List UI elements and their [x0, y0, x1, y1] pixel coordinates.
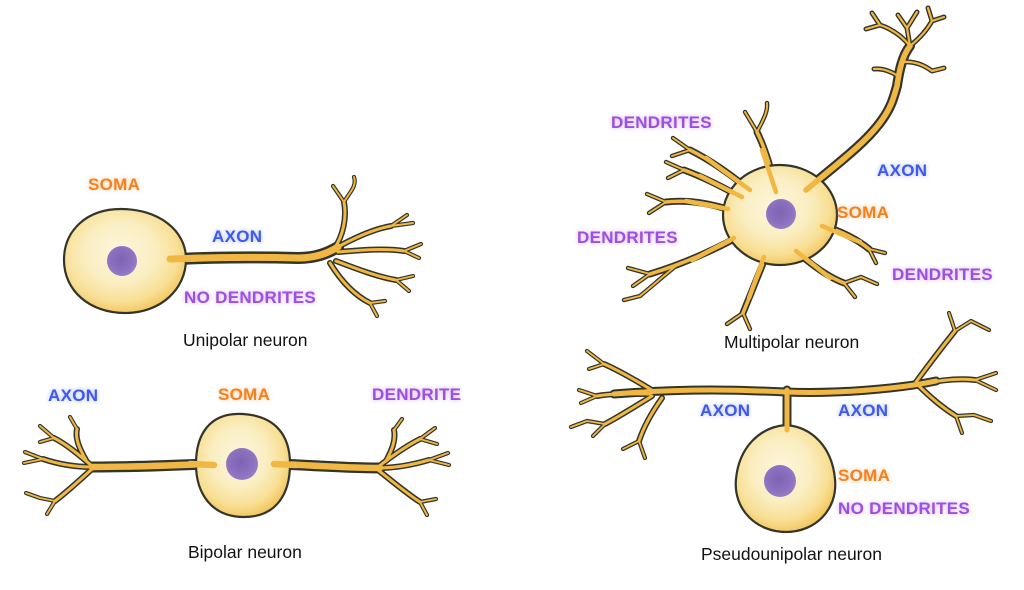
bipolar-soma-label: SOMA [218, 385, 271, 404]
bipolar-dendrite-label: DENDRITE [372, 385, 462, 404]
multipolar-dendrites-label-right: DENDRITES [892, 265, 993, 284]
unipolar-nucleus [107, 246, 137, 276]
bipolar-neuron-figure [24, 412, 449, 519]
multipolar-soma-label: SOMA [837, 203, 890, 222]
multipolar-caption: Multipolar neuron [724, 332, 860, 352]
multipolar-neuron-figure [624, 8, 944, 329]
unipolar-no-dendrites-label: NO DENDRITES [184, 288, 317, 307]
pseudounipolar-axon-label-left: AXON [700, 401, 751, 420]
unipolar-neuron-figure [62, 177, 421, 316]
bipolar-nucleus [226, 448, 258, 480]
unipolar-soma-label: SOMA [88, 175, 141, 194]
multipolar-dendrites-label-top: DENDRITES [611, 113, 712, 132]
pseudounipolar-nucleus [764, 465, 796, 497]
pseudounipolar-neuron-figure [571, 313, 996, 534]
pseudounipolar-axon-label-right: AXON [838, 401, 889, 420]
unipolar-caption: Unipolar neuron [183, 330, 308, 350]
bipolar-caption: Bipolar neuron [188, 542, 302, 562]
bipolar-axon-label: AXON [48, 386, 99, 405]
multipolar-nucleus [766, 199, 796, 229]
unipolar-axon-label: AXON [212, 227, 263, 246]
multipolar-axon-label: AXON [877, 161, 928, 180]
pseudounipolar-soma-label: SOMA [838, 466, 891, 485]
multipolar-dendrites-label-left: DENDRITES [577, 228, 678, 247]
pseudounipolar-caption: Pseudounipolar neuron [701, 544, 882, 564]
pseudounipolar-no-dendrites-label: NO DENDRITES [838, 499, 971, 518]
